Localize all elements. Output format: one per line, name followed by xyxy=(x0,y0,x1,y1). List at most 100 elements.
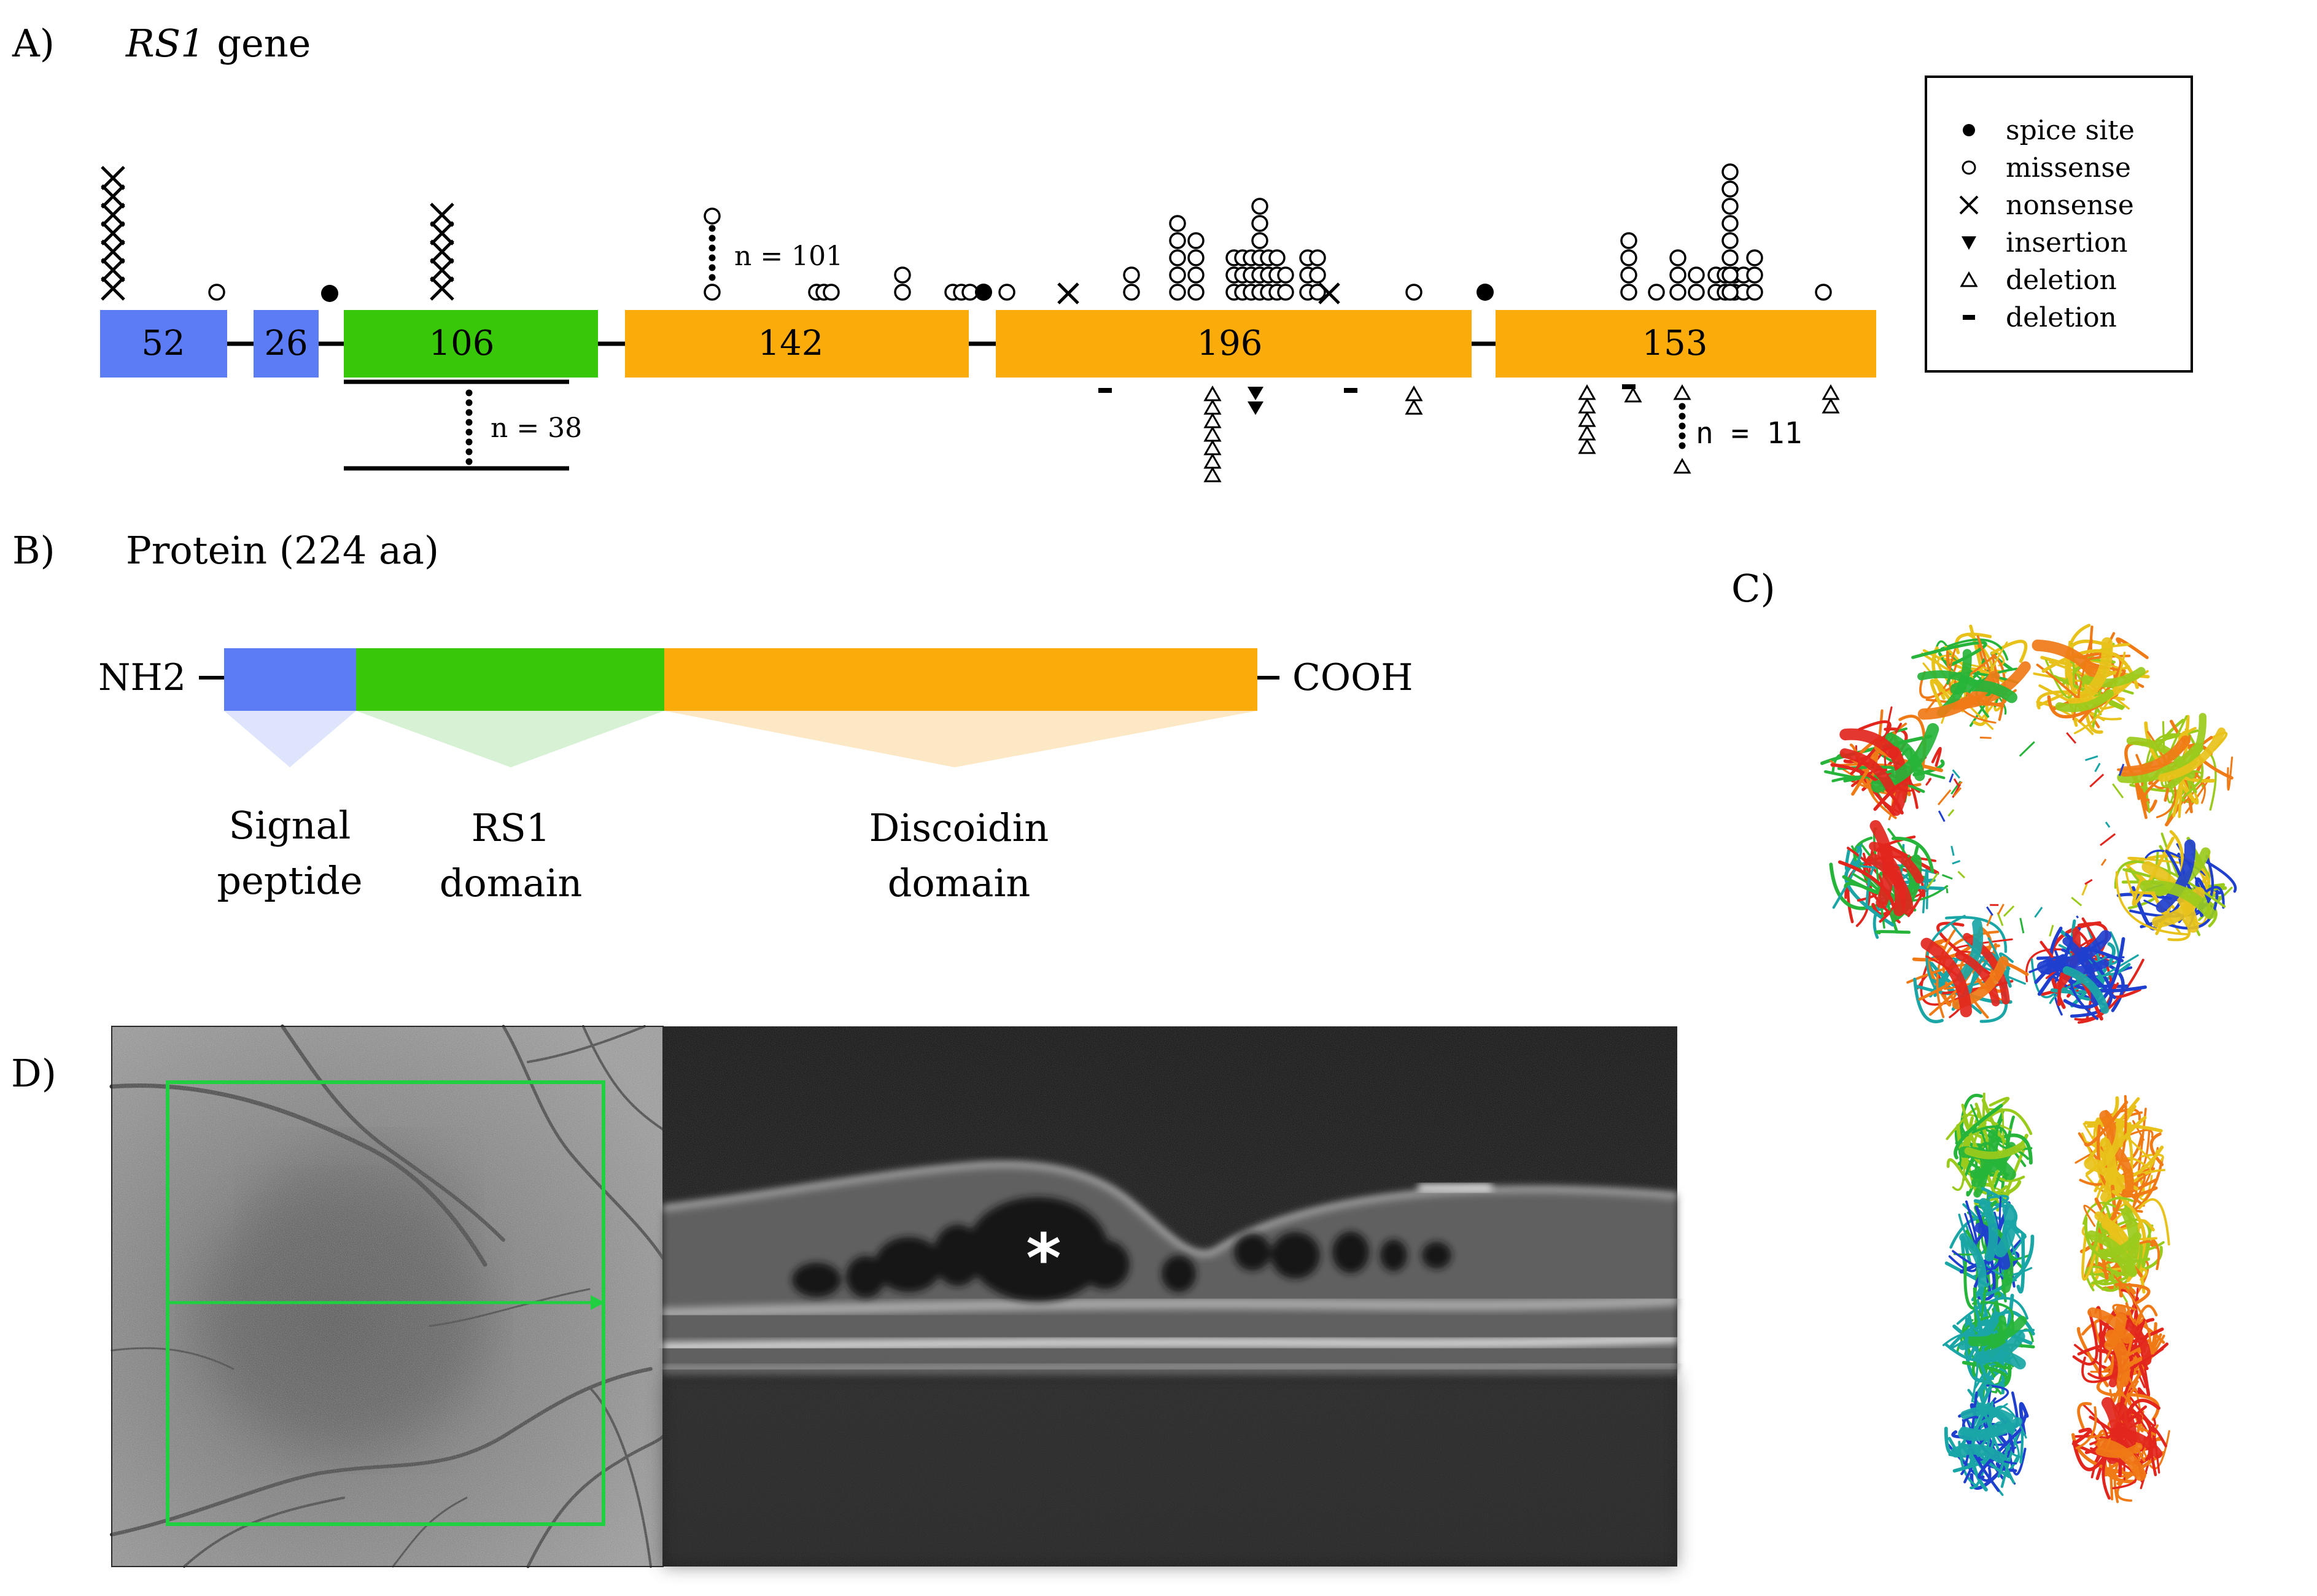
exon-3-length: 106 xyxy=(429,323,495,363)
missense-marker xyxy=(1620,249,1637,266)
left-stack-domain-3 xyxy=(1942,1282,2035,1403)
inner-linker xyxy=(2085,755,2098,761)
discoidin-domain-label-line1: Discoidin xyxy=(869,805,1049,850)
rs1-domain-label-line2: domain xyxy=(440,861,583,905)
inner-linker xyxy=(1952,769,1960,779)
beta-strand xyxy=(1976,1402,2016,1435)
open-triangle-icon xyxy=(1960,271,1978,287)
backbone-loop xyxy=(2081,1234,2099,1281)
deletion-marker xyxy=(1822,384,1840,400)
beta-strand xyxy=(2119,735,2191,777)
backbone-loop xyxy=(1943,657,2007,673)
gene-name: RS1 xyxy=(125,21,205,66)
missense-marker xyxy=(1169,284,1186,301)
deletion-marker xyxy=(1203,452,1222,469)
backbone-loop xyxy=(2081,1347,2164,1384)
backbone-loop xyxy=(2227,756,2234,791)
inner-linker xyxy=(2118,764,2125,777)
splice-site-marker xyxy=(321,285,338,302)
backbone-loop xyxy=(2074,1427,2092,1444)
backbone-loop xyxy=(1977,1428,2022,1479)
exon-5: 196 xyxy=(996,310,1472,378)
count-exon6-deletion: n = 11 xyxy=(1696,416,1802,451)
deletion-marker xyxy=(1624,386,1642,403)
backbone-loop xyxy=(1944,1261,2006,1300)
protomer-7 xyxy=(1829,820,1949,939)
legend-item-filled-triangle: insertion xyxy=(1962,227,2128,258)
count-dot xyxy=(465,458,473,465)
dash-icon xyxy=(1963,315,1975,320)
missense-marker xyxy=(1187,249,1205,266)
backbone-loop xyxy=(2132,1172,2146,1208)
inner-linker xyxy=(1949,773,1954,783)
protomer-2 xyxy=(2032,624,2150,735)
octamer-ring-structure xyxy=(1820,624,2237,1024)
deletion-marker xyxy=(1203,466,1222,482)
left-stack-domain-2 xyxy=(1944,1187,2035,1310)
count-exon3-deletion: n = 38 xyxy=(491,413,582,444)
left-stack-domain-1 xyxy=(1946,1092,2033,1212)
exon-4: 142 xyxy=(625,310,969,378)
inner-linker xyxy=(1941,874,1953,880)
count-dot xyxy=(1679,442,1686,449)
exon-1: 52 xyxy=(100,310,227,378)
missense-marker xyxy=(1746,249,1763,266)
rs1-domain-projection xyxy=(356,711,664,767)
backbone-loop xyxy=(2076,1327,2109,1387)
beta-strand xyxy=(2036,930,2112,973)
protomer-6 xyxy=(1906,915,2029,1023)
backbone-loop xyxy=(2036,700,2094,735)
backbone-loop xyxy=(1919,654,1997,699)
beta-strand xyxy=(2098,1118,2124,1169)
backbone-loop xyxy=(1981,1301,2014,1330)
backbone-loop xyxy=(1913,977,1944,1023)
inner-linker xyxy=(1926,872,1939,889)
inner-linker xyxy=(2049,924,2054,937)
legend-item-cross: nonsense xyxy=(1959,190,2134,221)
count-dot xyxy=(708,225,716,232)
exon-1-length: 52 xyxy=(141,323,185,363)
beta-strand xyxy=(2114,1402,2137,1452)
count-dot xyxy=(465,438,473,446)
backbone-loop xyxy=(2084,1100,2129,1147)
oct-bscan: * xyxy=(662,1026,1678,1567)
missense-marker xyxy=(1648,284,1665,301)
legend-item-dash: deletion xyxy=(1963,302,2117,333)
missense-marker xyxy=(1688,284,1705,301)
nonsense-marker xyxy=(101,276,125,301)
backbone-loop xyxy=(2122,1284,2152,1365)
inner-linker xyxy=(2100,833,2116,846)
beta-strand xyxy=(2167,713,2206,789)
missense-marker xyxy=(1309,284,1326,301)
backbone-loop xyxy=(1831,775,1925,793)
beta-strand xyxy=(1959,1233,1987,1290)
backbone-loop xyxy=(2019,1402,2029,1436)
signal-peptide-label-line1: Signal xyxy=(229,803,351,848)
legend-item-filled-circle: spice site xyxy=(1963,115,2135,146)
missense-marker xyxy=(1187,284,1205,301)
backbone-loop xyxy=(1954,1104,2003,1160)
missense-marker xyxy=(1169,249,1186,266)
beta-strand xyxy=(2062,966,2109,1014)
inner-linker xyxy=(2094,762,2101,772)
beta-strand xyxy=(1868,853,1914,915)
missense-marker xyxy=(1251,215,1268,232)
count-dot xyxy=(708,264,716,271)
beta-strand xyxy=(1950,1444,2006,1463)
beta-strand xyxy=(1979,1198,1998,1262)
beta-strand xyxy=(2079,637,2113,702)
nonsense-marker xyxy=(101,258,125,282)
legend-label: deletion xyxy=(2006,265,2117,296)
inner-linker xyxy=(2071,896,2082,907)
inner-linker xyxy=(1952,859,1961,865)
count-dot xyxy=(465,409,473,416)
beta-strand xyxy=(1839,748,1896,795)
filled-triangle-icon xyxy=(1962,236,1976,250)
small-deletion-marker xyxy=(1344,388,1357,393)
backbone-loop xyxy=(1956,1296,2028,1325)
splice-site-marker xyxy=(975,284,992,301)
missense-marker xyxy=(823,284,840,301)
mutation-legend: spice sitemissensenonsenseinsertiondelet… xyxy=(1925,76,2193,373)
panel-a-gene: A) RS1 gene 52 26 106 142 196 xyxy=(12,21,1876,482)
